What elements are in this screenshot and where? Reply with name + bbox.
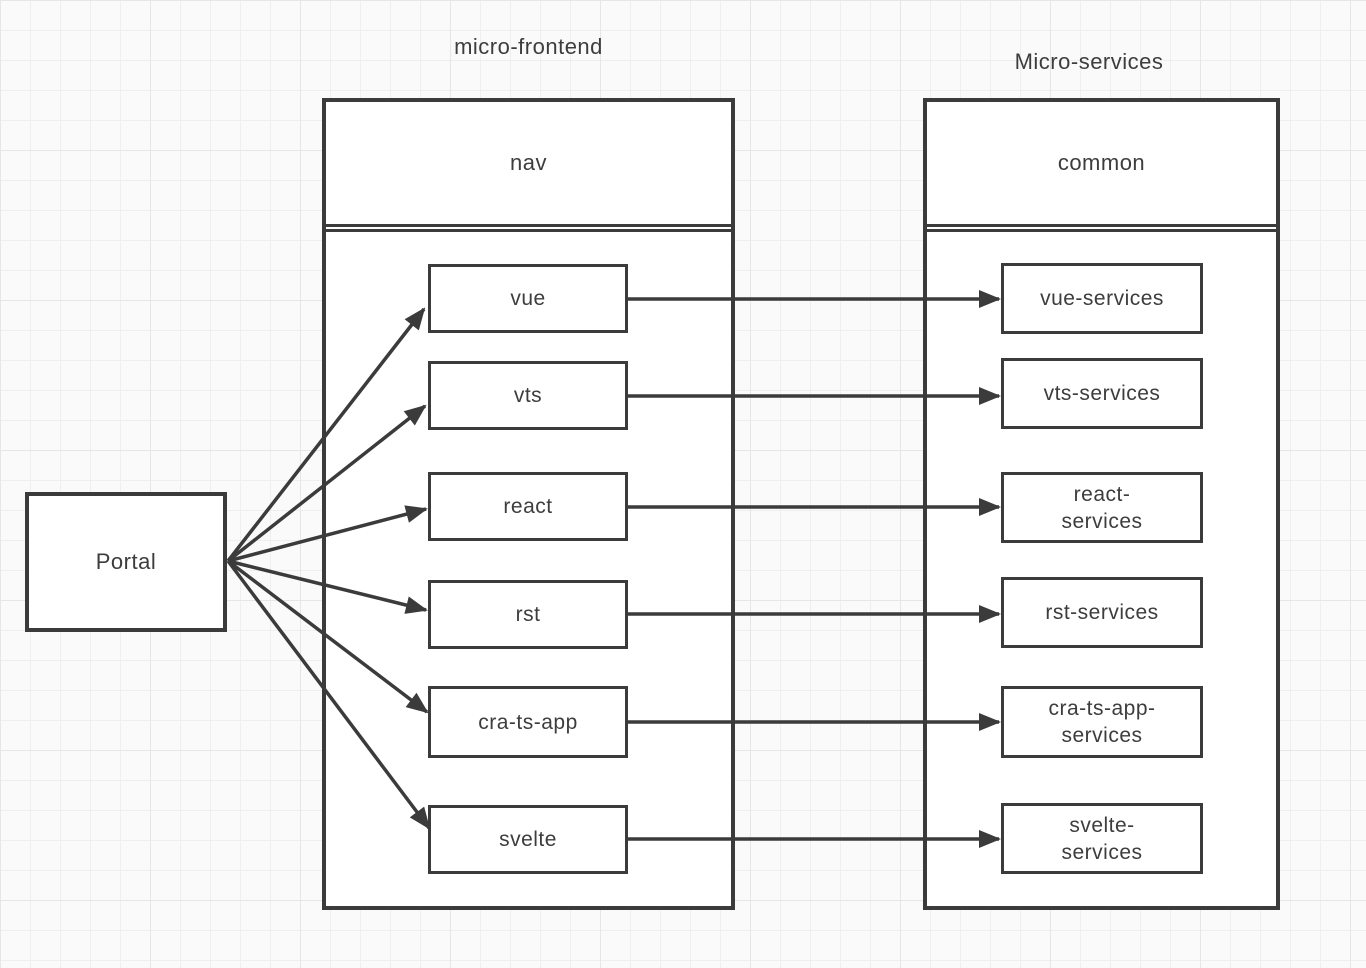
node-rst-services: rst-services (1001, 577, 1203, 648)
node-vts-services: vts-services (1001, 358, 1203, 429)
frontend-container-header: nav (326, 102, 731, 227)
node-react-services: react- services (1001, 472, 1203, 543)
services-group-title: Micro-services (1014, 49, 1164, 74)
node-vts-services-label: vts-services (1043, 382, 1161, 405)
node-vue-services-label: vue-services (1040, 287, 1164, 310)
node-svelte: svelte (428, 805, 628, 874)
portal-node-label: Portal (95, 549, 157, 574)
services-container: common vue-services vts-services react- … (923, 98, 1280, 910)
node-svelte-label: svelte (499, 828, 557, 851)
node-svelte-services: svelte- services (1001, 803, 1203, 874)
node-cra-ts-app-label: cra-ts-app (478, 710, 578, 734)
node-vue-label: vue (510, 287, 546, 310)
node-vts: vts (428, 361, 628, 430)
node-cra-ts-app-services: cra-ts-app- services (1001, 686, 1203, 758)
node-react-label: react (503, 495, 553, 518)
services-container-header-label: common (1057, 150, 1146, 175)
services-container-body: vue-services vts-services react- service… (927, 229, 1276, 906)
frontend-container-header-label: nav (510, 150, 547, 175)
node-rst-label: rst (515, 603, 541, 626)
node-vue-services: vue-services (1001, 263, 1203, 334)
portal-node: Portal (25, 492, 227, 632)
services-container-header: common (927, 102, 1276, 227)
frontend-group-title: micro-frontend (454, 34, 603, 59)
node-cra-ts-app: cra-ts-app (428, 686, 628, 758)
node-react-services-label: react- services (1061, 482, 1143, 533)
services-container-divider (927, 227, 1276, 229)
frontend-container-divider (326, 227, 731, 229)
node-vue: vue (428, 264, 628, 333)
node-svelte-services-label: svelte- services (1061, 813, 1143, 864)
node-vts-label: vts (513, 384, 543, 407)
node-cra-ts-app-services-label: cra-ts-app- services (1048, 697, 1156, 747)
node-rst-services-label: rst-services (1045, 601, 1159, 624)
frontend-container-body: vue vts react rst cra-ts-app svelte (326, 229, 731, 906)
frontend-container: nav vue vts react rst cra-ts-app svelte (322, 98, 735, 910)
node-react: react (428, 472, 628, 541)
node-rst: rst (428, 580, 628, 649)
